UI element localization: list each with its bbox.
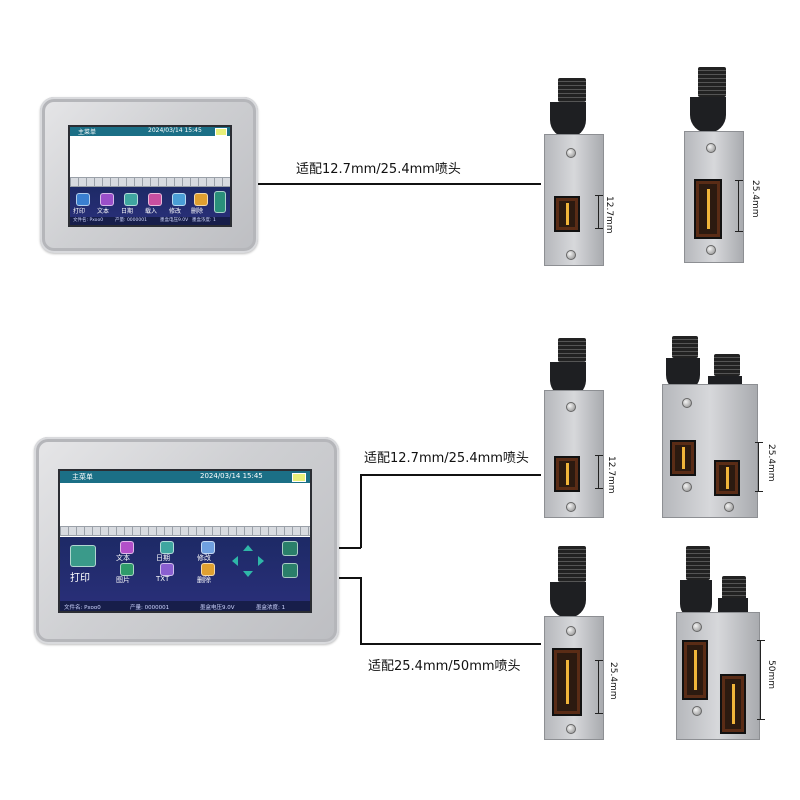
small-screen-title-bar: 主菜单 2024/03/14 15:45 [70,127,230,136]
btn-label-txt: TXT [156,575,170,583]
status-count: 产量: 0000001 [130,605,170,611]
date-icon[interactable] [160,541,174,554]
dimension-label-3: 12.7mm [606,456,616,494]
large-screen-menu: 打印 文本 日期 修改 图片 TXT 删除 [60,537,310,611]
large-status-bar: 文件名: Pxoo0 产量: 0000001 墨盒电压9.0V 墨盒浓度: 1 [60,601,310,611]
large-screen-title-bar: 主菜单 2024/03/14 15:45 [60,471,310,483]
dimension-label-5: 25.4mm [608,662,618,700]
btn-label-print: 打印 [70,573,90,584]
connector-bottom-v [360,577,362,644]
load-icon[interactable] [148,193,162,206]
btn-label-print: 打印 [73,208,86,215]
dimension-label-6: 50mm [766,660,776,689]
caption-middle: 适配12.7mm/25.4mm喷头 [364,451,529,466]
direction-arrows-icon[interactable] [230,543,266,579]
delete-icon[interactable] [194,193,208,206]
text-icon[interactable] [120,541,134,554]
small-screen-ruler [70,177,230,187]
dimension-marker-3 [595,455,603,489]
btn-label-text: 文本 [116,554,130,562]
connector-middle-v [360,474,362,548]
btn-label-date: 日期 [121,208,134,215]
edit-icon[interactable] [172,193,186,206]
small-controller-device: 主菜单 2024/03/14 15:45 打印 文本 日期 载入 修改 删除 文… [40,97,258,253]
btn-label-text: 文本 [97,208,110,215]
status-density: 墨盒浓度: 1 [192,218,216,223]
dimension-marker-2 [735,180,743,232]
small-status-bar: 文件名: Pxoo0 产量: 0000001 墨盒电压9.0V 墨盒浓度: 1 [70,217,230,225]
edit-icon[interactable] [201,541,215,554]
status-density: 墨盒浓度: 1 [256,605,286,611]
connector-bottom-h2 [360,643,541,645]
connector-middle-h1 [339,547,361,549]
btn-label-date: 日期 [156,554,170,562]
small-device-screen: 主菜单 2024/03/14 15:45 打印 文本 日期 载入 修改 删除 文… [68,125,232,227]
status-file: 文件名: Pxoo0 [73,218,104,223]
btn-label-edit: 修改 [169,208,182,215]
printhead-12-7-top [540,78,610,268]
dimension-label-1: 12.7mm [604,196,614,234]
status-voltage: 墨盒电压9.0V [200,605,235,611]
printhead-25-4-top [680,67,750,267]
dimension-label-4: 25.4mm [766,444,776,482]
btn-label-delete: 删除 [197,576,211,584]
battery-icon [292,473,306,482]
large-controller-device: 主菜单 2024/03/14 15:45 打印 文本 日期 修改 图片 TXT … [34,437,339,644]
connector-middle-h2 [360,474,541,476]
battery-icon [215,128,227,136]
status-file: 文件名: Pxoo0 [64,605,101,611]
image-icon[interactable] [120,563,134,576]
arrows-icon[interactable] [214,191,226,213]
caption-top: 适配12.7mm/25.4mm喷头 [296,162,461,177]
delete-icon[interactable] [201,563,215,576]
txt-icon[interactable] [160,563,174,576]
printhead-25-4-bottom [540,546,610,740]
text-icon[interactable] [100,193,114,206]
datetime: 2024/03/14 15:45 [148,127,202,134]
large-device-screen: 主菜单 2024/03/14 15:45 打印 文本 日期 修改 图片 TXT … [58,469,312,613]
btn-label-image: 图片 [116,576,130,584]
caption-bottom: 适配25.4mm/50mm喷头 [368,659,521,674]
datetime: 2024/03/14 15:45 [200,472,263,480]
status-voltage: 墨盒电压9.0V [160,218,189,223]
connector-bottom-h1 [339,577,361,579]
connector-top [258,183,541,185]
dimension-marker-5 [595,660,603,714]
dimension-marker-6 [757,640,765,720]
dimension-marker-4 [755,442,763,492]
btn-label-delete: 删除 [191,208,204,215]
printhead-dual-25-4-middle [660,336,760,520]
print-icon[interactable] [70,545,96,567]
btn-label-edit: 修改 [197,554,211,562]
dimension-label-2: 25.4mm [750,180,760,218]
printhead-12-7-middle [540,338,610,520]
small-screen-menu: 打印 文本 日期 载入 修改 删除 文件名: Pxoo0 产量: 0000001… [70,187,230,225]
btn-label-load: 载入 [145,208,158,215]
dimension-marker-1 [595,195,603,229]
menu-title: 主菜单 [72,473,93,481]
printhead-dual-50-bottom [676,546,764,740]
status-count: 产量: 0000001 [115,218,147,223]
date-icon[interactable] [124,193,138,206]
print-icon[interactable] [76,193,90,206]
zoom-in-icon[interactable] [282,541,298,556]
zoom-out-icon[interactable] [282,563,298,578]
menu-title: 主菜单 [78,129,97,136]
large-screen-ruler [60,526,310,536]
